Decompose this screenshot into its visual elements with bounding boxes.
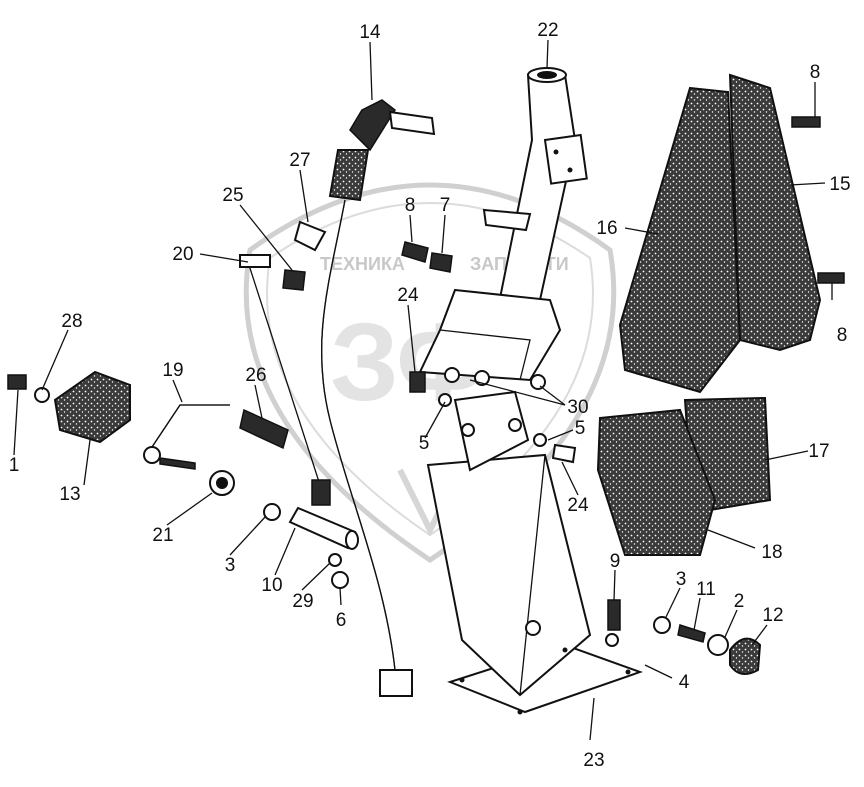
callout-10: 10 (261, 575, 282, 596)
callout-25: 25 (222, 185, 243, 206)
callout-28: 28 (61, 311, 82, 332)
callout-22: 22 (537, 20, 558, 41)
callout-30: 30 (567, 397, 588, 418)
watermark-top-text: ТЕХНИКА (320, 254, 405, 274)
callout-8: 8 (837, 325, 848, 346)
callout-5: 5 (419, 433, 430, 454)
callout-labels: 14 22 8 27 15 25 8 7 16 20 8 24 28 19 26… (9, 20, 851, 771)
callout-1: 1 (9, 455, 20, 476)
leader-lines (13, 39, 833, 741)
cover-part-15 (728, 73, 822, 352)
callout-3: 3 (225, 555, 236, 576)
callout-15: 15 (829, 174, 850, 195)
callout-19: 19 (162, 360, 183, 381)
callout-5: 5 (575, 418, 586, 439)
boot-part-18 (596, 408, 717, 556)
callout-6: 6 (336, 610, 347, 631)
callout-12: 12 (762, 605, 783, 626)
pedestal-part-23 (426, 453, 643, 715)
pedal-pad-part-13 (53, 370, 131, 444)
callout-8: 8 (405, 195, 416, 216)
callout-11: 11 (696, 579, 716, 600)
callout-23: 23 (583, 750, 604, 771)
callout-14: 14 (359, 22, 381, 43)
callout-29: 29 (292, 591, 313, 612)
parts-drawing (7, 67, 845, 715)
callout-8: 8 (810, 62, 821, 83)
callout-4: 4 (679, 672, 690, 693)
callout-26: 26 (245, 365, 266, 386)
cap-part-12 (729, 637, 762, 675)
callout-17: 17 (808, 441, 829, 462)
callout-3: 3 (676, 569, 687, 590)
bolt-on-rod (159, 457, 196, 470)
switch-lever-part-14 (320, 99, 436, 697)
callout-7: 7 (440, 195, 451, 216)
callout-16: 16 (596, 218, 617, 239)
callout-20: 20 (172, 244, 193, 265)
spring-part-26 (239, 408, 289, 450)
pedestal-hinge-bracket (453, 390, 530, 472)
steering-column-part-22 (482, 67, 588, 302)
callout-13: 13 (59, 484, 80, 505)
callout-2: 2 (734, 591, 745, 612)
callout-24: 24 (567, 495, 589, 516)
callout-24: 24 (397, 285, 419, 306)
callout-9: 9 (610, 551, 621, 572)
callout-27: 27 (289, 150, 310, 171)
callout-21: 21 (152, 525, 173, 546)
callout-18: 18 (761, 542, 782, 563)
cover-part-16 (618, 86, 742, 394)
